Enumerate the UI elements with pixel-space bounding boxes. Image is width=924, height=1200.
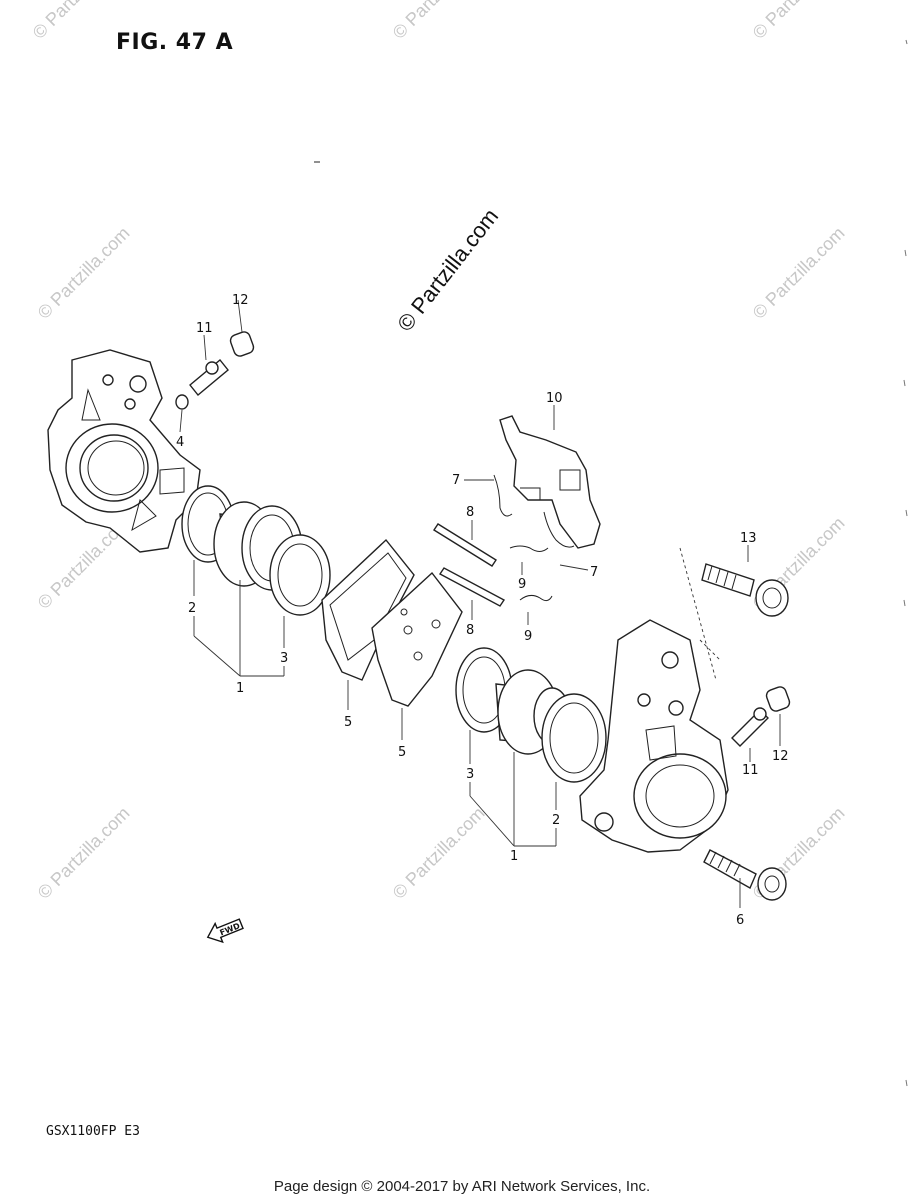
fwd-arrow-icon: FWD xyxy=(206,918,244,944)
callout-3: 3 xyxy=(280,651,288,666)
watermark-main: © Partzilla.com xyxy=(392,204,503,336)
bolt-6 xyxy=(703,849,787,901)
figure-title: FIG. 47 A xyxy=(116,30,234,55)
bleeder-valve-right xyxy=(731,686,791,747)
watermark: © Partzilla.com xyxy=(34,223,134,323)
callout-7: 7 xyxy=(452,473,460,488)
callout-2: 2 xyxy=(188,601,196,616)
piston-seal-right xyxy=(455,647,607,783)
callout-9: 9 xyxy=(518,577,526,592)
callout-2: 2 xyxy=(552,813,560,828)
callout-3: 3 xyxy=(466,767,474,782)
callout-13: 13 xyxy=(740,531,757,546)
piston-seal-left xyxy=(181,485,331,616)
watermark: © Partzilla.com xyxy=(749,223,849,323)
callout-5: 5 xyxy=(344,715,352,730)
pad-clips xyxy=(493,474,575,602)
callout-8: 8 xyxy=(466,505,474,520)
leader-lines xyxy=(179,299,781,908)
callout-12: 12 xyxy=(232,293,249,308)
callout-11: 11 xyxy=(742,763,759,778)
watermark: © Partzilla.com xyxy=(34,803,134,903)
callout-11: 11 xyxy=(196,321,213,336)
callout-12: 12 xyxy=(772,749,789,764)
watermark: © Partzilla.com xyxy=(29,0,129,43)
brake-pads xyxy=(321,538,463,707)
model-code: GSX1100FP E3 xyxy=(46,1124,140,1139)
callout-6: 6 xyxy=(736,913,744,928)
watermark: © Partzilla.com xyxy=(389,0,489,43)
scan-edge-marks xyxy=(903,39,908,1087)
page-footer: Page design © 2004-2017 by ARI Network S… xyxy=(273,1178,651,1195)
callout-7: 7 xyxy=(590,565,598,580)
guide-line xyxy=(679,547,717,681)
callout-10: 10 xyxy=(546,391,563,406)
callout-4: 4 xyxy=(176,435,184,450)
callouts: 12 11 4 10 7 8 9 7 13 8 9 2 3 1 5 5 3 2 … xyxy=(176,293,789,928)
callout-1: 1 xyxy=(236,681,244,696)
fwd-label: FWD xyxy=(218,921,241,937)
pad-pins xyxy=(433,523,506,607)
caliper-right xyxy=(579,619,729,853)
callout-1: 1 xyxy=(510,849,518,864)
guide-line xyxy=(699,639,721,661)
bolt-13 xyxy=(701,563,789,617)
callout-8: 8 xyxy=(466,623,474,638)
caliper-left xyxy=(47,349,201,553)
bleeder-valve-left xyxy=(175,331,255,410)
callout-5: 5 xyxy=(398,745,406,760)
callout-9: 9 xyxy=(524,629,532,644)
watermark: © Partzilla.com xyxy=(749,0,849,43)
watermark: © Partzilla.com xyxy=(389,803,489,903)
pad-spring xyxy=(499,415,601,549)
